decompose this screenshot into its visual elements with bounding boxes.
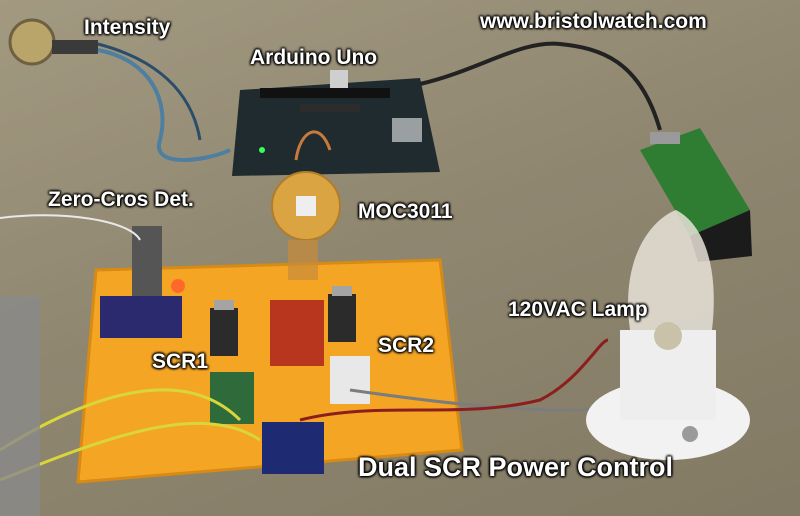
- left-rail: [0, 296, 40, 516]
- lamp: [586, 210, 750, 460]
- website-label: www.bristolwatch.com: [480, 10, 707, 33]
- intensity-label: Intensity: [84, 16, 171, 39]
- moc3011-board: [271, 130, 341, 280]
- red-breadboard: [270, 300, 324, 366]
- red-wire: [299, 338, 609, 422]
- zero-cross-label: Zero-Cros Det.: [48, 188, 194, 211]
- scr1-label: SCR1: [152, 350, 209, 373]
- arduino-label: Arduino Uno: [250, 46, 378, 69]
- scr1-device: [210, 300, 254, 424]
- blue-breadboard: [262, 422, 324, 474]
- zero-cross-detector: [0, 214, 185, 338]
- scr2-device: [328, 286, 370, 404]
- photo-title: Dual SCR Power Control: [358, 452, 674, 482]
- potentiometer: [8, 18, 231, 162]
- arduino-board: [232, 70, 440, 176]
- scr2-label: SCR2: [378, 334, 435, 357]
- lamp-label: 120VAC Lamp: [508, 298, 648, 321]
- optocoupler-label: MOC3011: [358, 200, 453, 223]
- power-cable: [419, 41, 662, 131]
